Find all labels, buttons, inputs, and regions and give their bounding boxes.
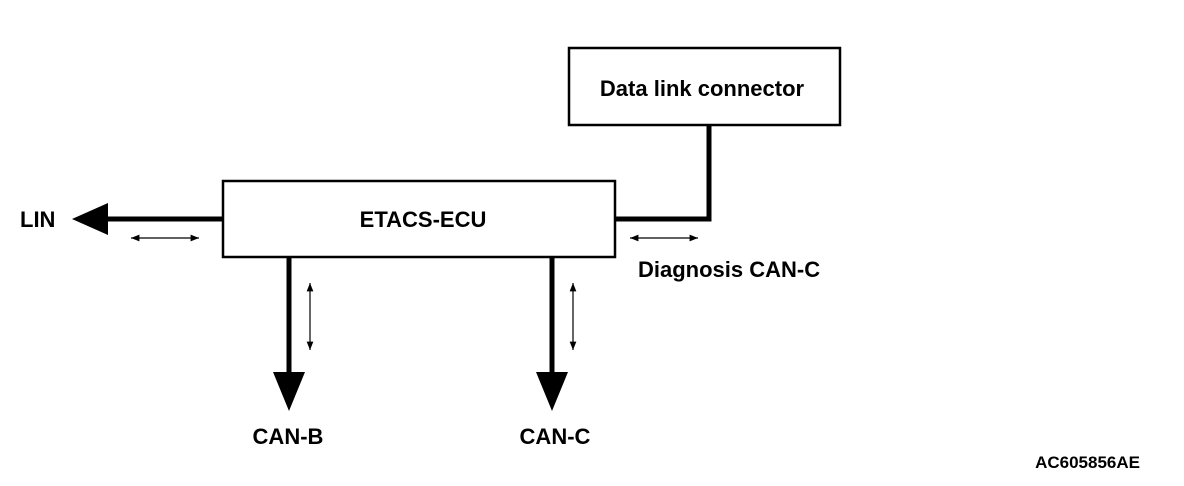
etacs-ecu-box bbox=[221, 179, 617, 259]
lin-label: LIN bbox=[20, 207, 55, 232]
diagnosis-bus-line bbox=[615, 125, 712, 222]
figure-id: AC605856AE bbox=[1035, 453, 1140, 472]
can-b-label: CAN-B bbox=[253, 424, 324, 449]
etacs-ecu-node: ETACS-ECU bbox=[221, 179, 617, 259]
data-link-connector-box bbox=[567, 46, 842, 127]
data-link-connector-label: Data link connector bbox=[600, 76, 805, 101]
data-link-connector-node: Data link connector bbox=[567, 46, 842, 127]
can-b-arrowhead bbox=[273, 372, 305, 411]
diagnosis-can-c-label: Diagnosis CAN-C bbox=[638, 257, 820, 282]
etacs-ecu-label: ETACS-ECU bbox=[360, 207, 487, 232]
lin-arrowhead bbox=[72, 203, 108, 235]
can-c-arrowhead bbox=[536, 372, 568, 411]
can-c-label: CAN-C bbox=[520, 424, 591, 449]
